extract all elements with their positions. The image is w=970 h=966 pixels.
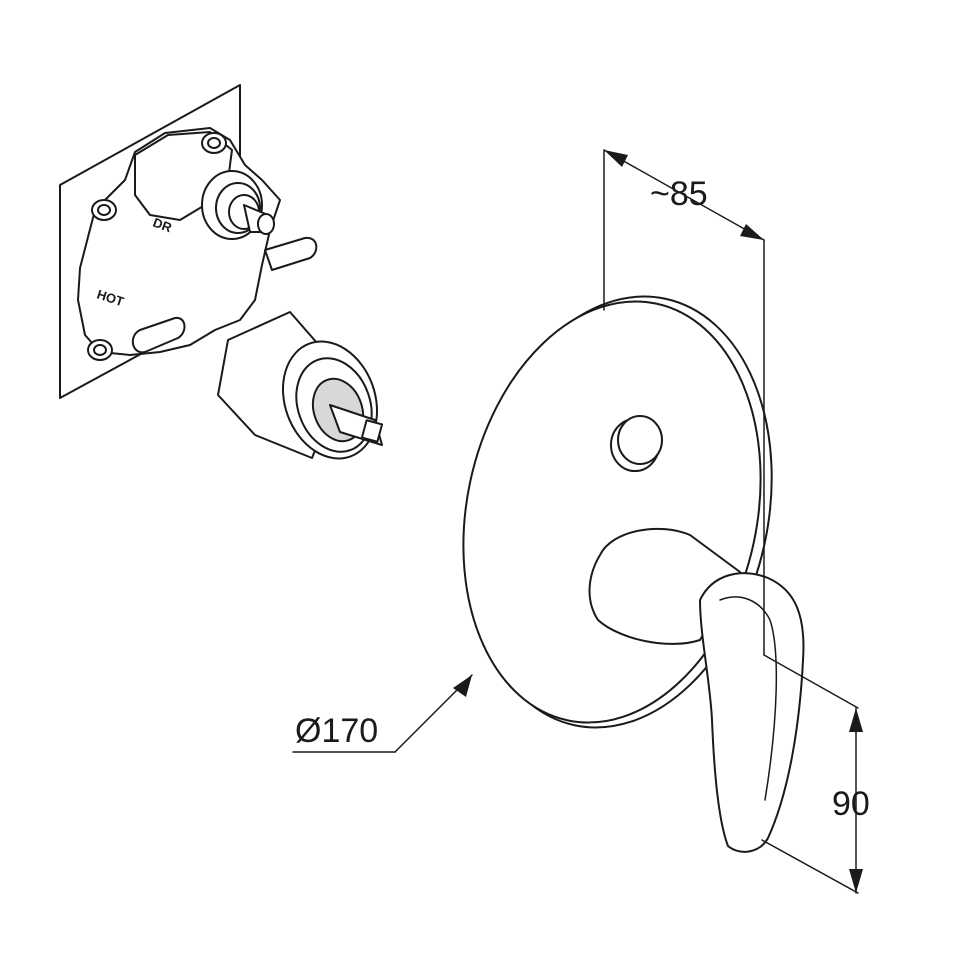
trim-assembly bbox=[462, 295, 805, 853]
diverter-button bbox=[610, 415, 663, 472]
mounting-screws bbox=[87, 132, 227, 361]
diameter-label: Ø170 bbox=[295, 712, 378, 750]
depth-label: ~85 bbox=[650, 175, 708, 213]
dimension-height: 90 bbox=[761, 654, 870, 894]
height-label: 90 bbox=[832, 785, 870, 823]
upper-outlet-fitting bbox=[201, 170, 275, 240]
rough-in-valve: DR HOT bbox=[59, 84, 384, 460]
right-pipe-stub bbox=[264, 236, 318, 271]
dimension-diameter: Ø170 bbox=[292, 674, 473, 753]
marking-dr: DR bbox=[151, 215, 174, 236]
dimension-depth: ~85 bbox=[603, 149, 765, 656]
left-pipe-stub bbox=[131, 316, 186, 354]
lever-handle bbox=[699, 572, 805, 853]
cartridge bbox=[217, 311, 384, 460]
